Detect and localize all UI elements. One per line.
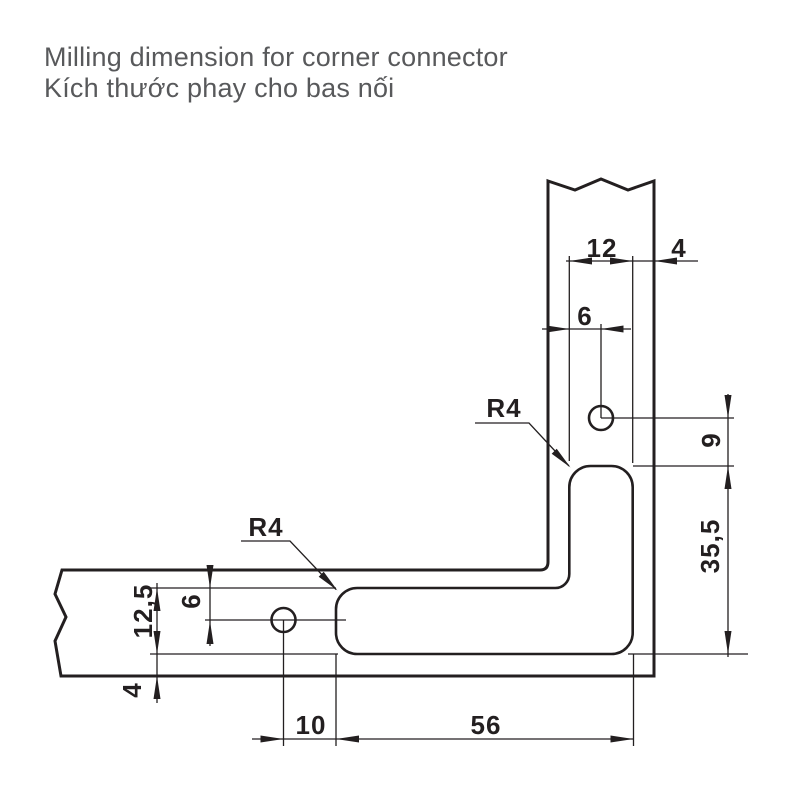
dim-slot-width-and-edge-top: 12 4 bbox=[566, 233, 698, 265]
dim-slot-height-35-5: 35,5 bbox=[695, 519, 732, 654]
hole-top-centerlines bbox=[600, 324, 734, 419]
dim-text-r4-bottom: R4 bbox=[248, 512, 283, 542]
title-line-1: Milling dimension for corner connector bbox=[44, 42, 508, 72]
extension-lines bbox=[150, 256, 748, 746]
bar-outline bbox=[53, 177, 656, 678]
dim-bottom-10-56: 10 56 bbox=[252, 710, 634, 743]
dim-text-10: 10 bbox=[296, 710, 327, 740]
dim-text-r4-top: R4 bbox=[486, 393, 521, 423]
dim-slot-arm-12-5: 12,5 bbox=[128, 583, 161, 703]
title-block: Milling dimension for corner connector K… bbox=[44, 42, 508, 104]
dim-text-4-bottom: 4 bbox=[117, 682, 147, 697]
slot-outline bbox=[334, 464, 634, 656]
dim-edge-bottom-4: 4 bbox=[117, 676, 161, 699]
leader-r4-top: R4 bbox=[475, 393, 571, 468]
dim-text-12: 12 bbox=[587, 233, 618, 263]
dim-hole-left-6: 6 bbox=[176, 565, 214, 646]
hole-bottom-centerlines bbox=[205, 619, 346, 746]
leader-r4-bottom: R4 bbox=[241, 512, 338, 591]
title-line-2: Kích thước phay cho bas nối bbox=[44, 73, 395, 103]
dim-text-6-left: 6 bbox=[176, 593, 206, 608]
dim-text-35-5: 35,5 bbox=[695, 519, 725, 574]
dim-text-4-top: 4 bbox=[671, 233, 686, 263]
dim-text-6-top: 6 bbox=[577, 301, 592, 331]
dim-text-56: 56 bbox=[471, 710, 502, 740]
dim-text-9: 9 bbox=[696, 432, 726, 447]
dim-hole-top-6: 6 bbox=[542, 301, 631, 333]
dim-text-12-5: 12,5 bbox=[128, 584, 158, 639]
dim-hole-to-slot-9: 9 bbox=[696, 394, 732, 657]
